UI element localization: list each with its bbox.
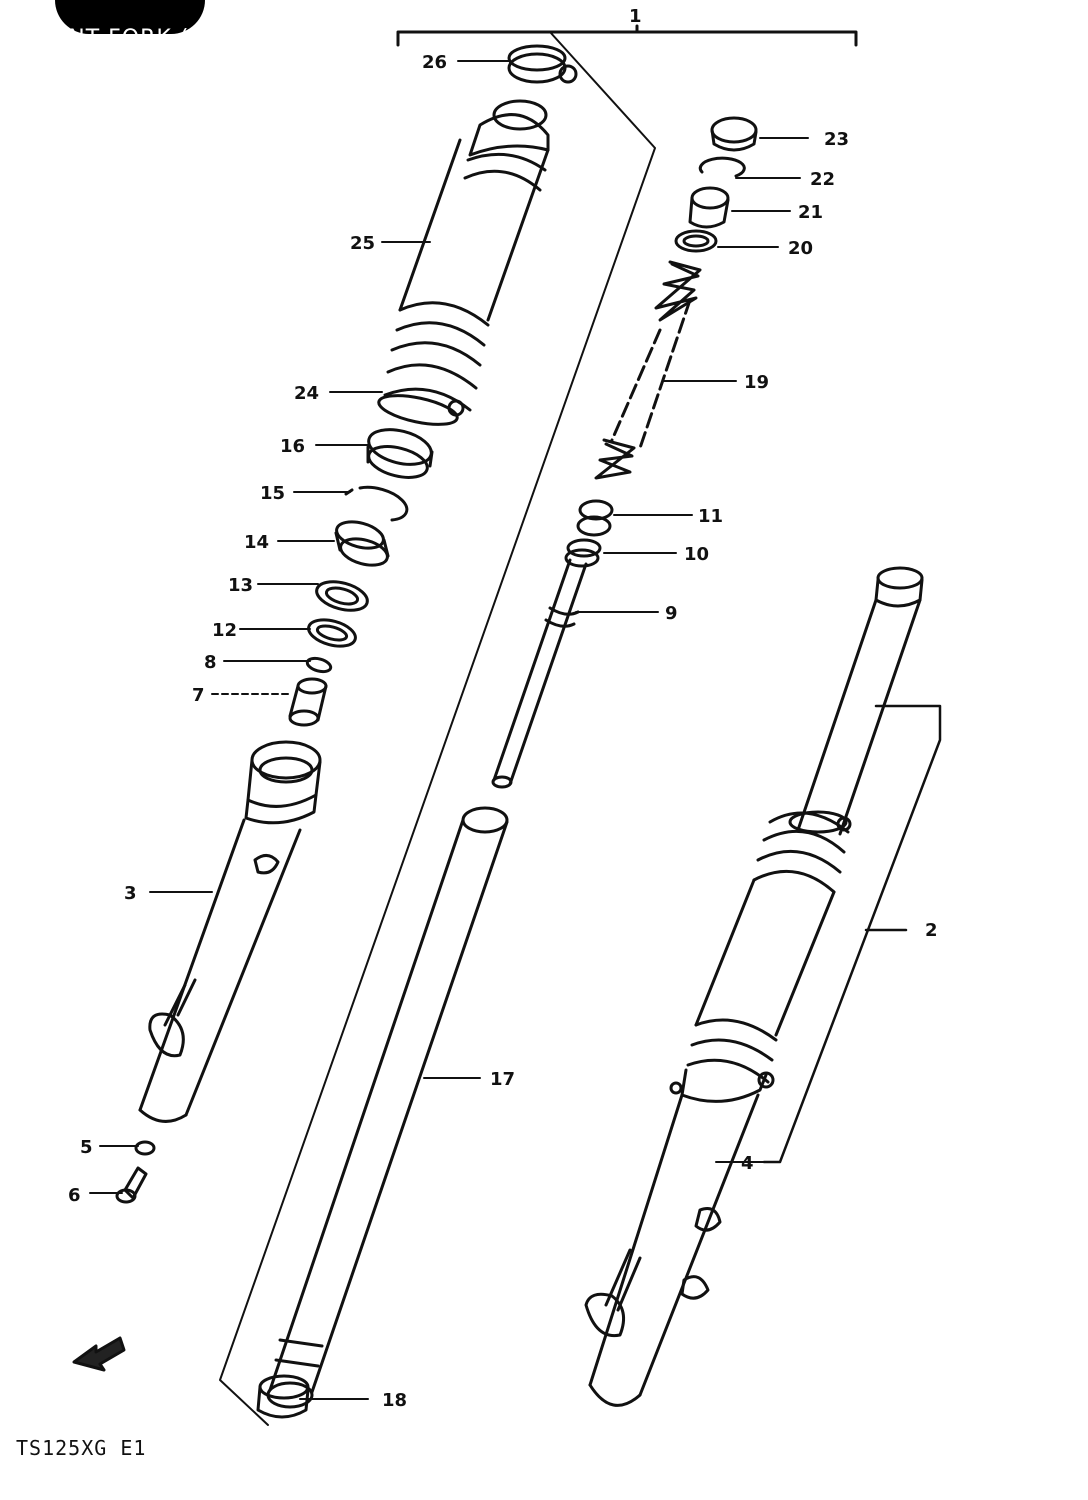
part-ring-10 (564, 538, 602, 568)
part-outer-tube-4 (584, 1068, 775, 1407)
assembly-bracket-1 (396, 24, 858, 47)
callout-26: 26 (422, 52, 447, 73)
callout-16: 16 (280, 436, 305, 457)
callout-11: 11 (698, 506, 723, 527)
assembly-bracket-2-4 (762, 704, 942, 1164)
part-cap-bolt-21 (688, 186, 730, 229)
header-logo-blob (55, 0, 205, 34)
callout-2: 2 (925, 920, 938, 941)
part-clamp-26 (507, 44, 578, 84)
part-clamp-24 (377, 394, 465, 426)
part-washer-20 (674, 229, 718, 253)
part-inner-tube-17 (266, 806, 509, 1409)
callout-20: 20 (788, 238, 813, 259)
part-fork-boot-25 (383, 99, 550, 412)
part-fork-assembly-2 (686, 566, 924, 1084)
part-guide-18 (256, 1374, 310, 1419)
part-ring-11 (576, 499, 614, 537)
callout-7: 7 (192, 685, 205, 706)
part-outer-tube-3 (138, 740, 322, 1123)
part-washer-12 (307, 618, 357, 648)
callout-19: 19 (744, 372, 769, 393)
model-code-label: TS125XG E1 (16, 1436, 147, 1460)
callout-24: 24 (294, 383, 319, 404)
part-bush-14 (334, 520, 390, 567)
callout-6: 6 (68, 1185, 81, 1206)
part-damper-rod-9 (491, 558, 588, 789)
part-gasket-5 (134, 1140, 156, 1156)
part-oil-seal-16 (366, 428, 434, 479)
callout-labels: 1 2 3 4 5 6 7 8 9 10 11 12 13 14 15 16 1… (68, 6, 938, 1411)
callout-12: 12 (212, 620, 237, 641)
callout-8: 8 (204, 652, 217, 673)
part-o-ring-8 (305, 656, 333, 674)
callout-10: 10 (684, 544, 709, 565)
assembly-guide-line (219, 31, 656, 1426)
front-direction-arrow-icon (72, 1336, 126, 1372)
callout-17: 17 (490, 1069, 515, 1090)
part-snap-ring-15 (344, 485, 409, 522)
callout-14: 14 (244, 532, 269, 553)
callout-21: 21 (798, 202, 823, 223)
callout-5: 5 (80, 1137, 93, 1158)
callout-3: 3 (124, 883, 137, 904)
part-washer-13 (315, 580, 369, 612)
callout-23: 23 (824, 129, 849, 150)
callout-13: 13 (228, 575, 253, 596)
callout-25: 25 (350, 233, 375, 254)
callout-22: 22 (810, 169, 835, 190)
callout-1: 1 (629, 6, 642, 27)
part-stopper-ring-22 (698, 156, 746, 178)
part-cap-23 (710, 116, 758, 152)
callout-18: 18 (382, 1390, 407, 1411)
part-oil-lock-piece-7 (288, 677, 328, 727)
diagram-title: FRONT FORK (MODEL F·G) (20, 26, 332, 51)
callout-15: 15 (260, 483, 285, 504)
part-bolt-6 (115, 1166, 148, 1204)
callout-9: 9 (665, 603, 678, 624)
leader-lines (89, 60, 809, 1400)
callout-4: 4 (741, 1153, 754, 1174)
part-spring-19 (594, 260, 702, 480)
